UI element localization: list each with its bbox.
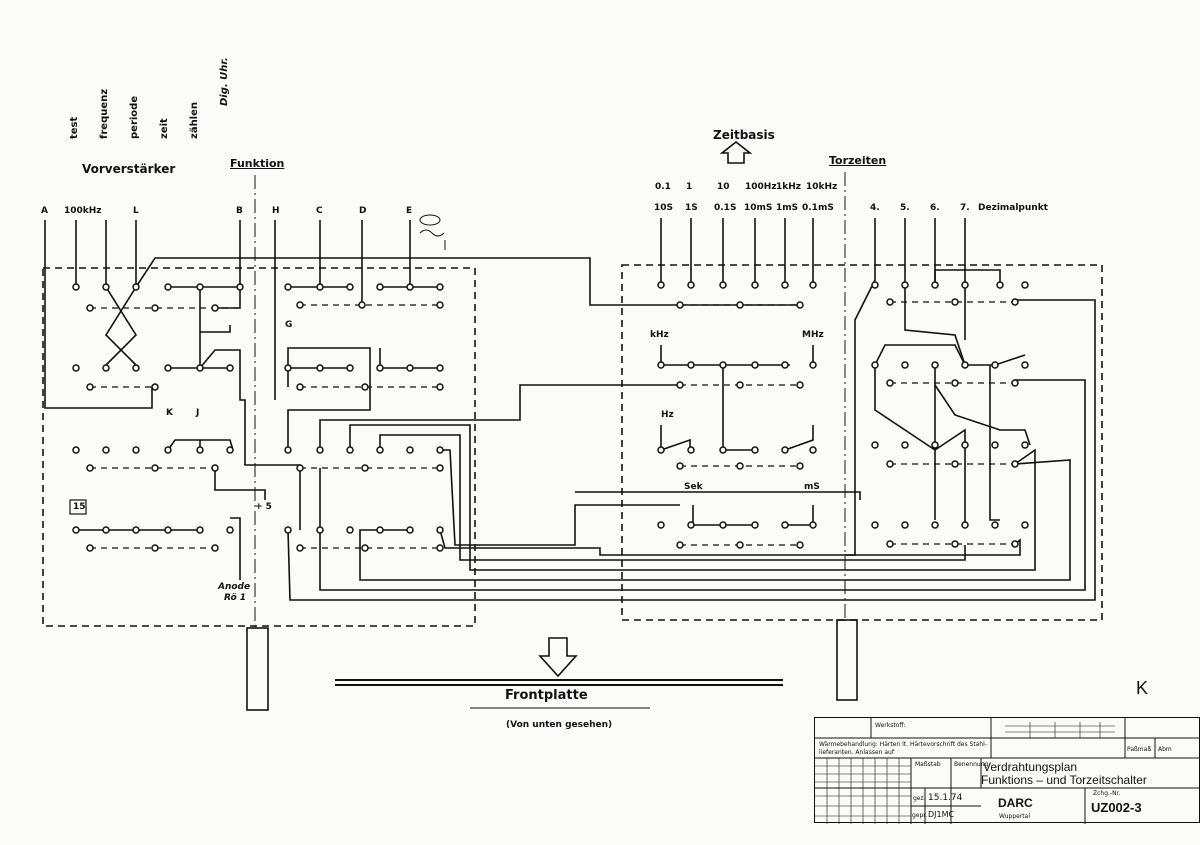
col-label-c: C <box>316 206 323 216</box>
col-label-b: B <box>236 206 243 216</box>
label-test: test <box>69 116 80 139</box>
label-hz: Hz <box>661 410 674 420</box>
tb-title-1: Verdrahtungsplan <box>983 760 1078 774</box>
title-block: Werkstoff: Wärmebehandlung: Härten lt. H… <box>814 717 1200 824</box>
label-zeitbasis: Zeitbasis <box>713 128 775 142</box>
top-label-1: 1 <box>686 182 693 192</box>
label-roe1: Rö 1 <box>224 593 247 603</box>
digit-6: 6. <box>930 203 940 213</box>
label-vorverstaerker: Vorverstärker <box>82 162 176 176</box>
sec-label-10ms: 10mS <box>744 203 773 213</box>
tb-gez-date: 15.1.74 <box>928 793 963 803</box>
col-label-h: H <box>272 206 280 216</box>
zeitbasis-arrow <box>719 140 753 164</box>
digit-7: 7. <box>960 203 970 213</box>
label-frontplatte: Frontplatte <box>505 688 588 703</box>
sec-label-1s: 1S <box>685 203 698 213</box>
label-periode: periode <box>129 95 140 139</box>
col-label-100khz: 100kHz <box>64 206 102 216</box>
label-sek: Sek <box>684 482 703 492</box>
tb-pasmass: Paßmaß <box>1127 746 1152 753</box>
tb-gepr: gepr. <box>912 812 928 819</box>
sec-label-0-1ms: 0.1mS <box>802 203 834 213</box>
sec-label-0-1s: 0.1S <box>714 203 737 213</box>
col-label-d: D <box>359 206 367 216</box>
label-j: J <box>196 408 200 418</box>
frontplatte-arrow <box>538 637 578 678</box>
col-label-a: A <box>41 206 48 216</box>
tb-gepr-name: DJ1MC <box>928 810 955 819</box>
right-shaft <box>836 619 858 701</box>
label-frequenz: frequenz <box>99 88 110 139</box>
tb-zchg-label: Zchg.-Nr. <box>1093 790 1121 797</box>
label-zeit: zeit <box>159 118 170 139</box>
top-label-10: 10 <box>717 182 730 192</box>
label-mhz: MHz <box>802 330 824 340</box>
label-khz: kHz <box>650 330 669 340</box>
margin-mark-k: K <box>1136 678 1149 698</box>
top-label-100hz: 100Hz <box>745 182 777 192</box>
label-g: G <box>285 320 293 330</box>
tb-lieferanten: lieferanten. Anlassen auf <box>819 749 894 756</box>
label-torzeiten: Torzeiten <box>829 154 887 167</box>
tb-gez: gez. <box>913 795 926 802</box>
sec-label-1ms: 1mS <box>776 203 799 213</box>
tb-abm: Abm <box>1158 746 1172 753</box>
sec-label-10s: 10S <box>654 203 674 213</box>
label-von-unten: (Von unten gesehen) <box>506 720 613 730</box>
left-switch-outline <box>42 267 476 627</box>
label-funktion: Funktion <box>230 157 285 170</box>
title-block-grid <box>815 718 1200 824</box>
tb-zchg-nr: UZ002-3 <box>1091 800 1142 815</box>
label-zaehlen: zählen <box>189 101 200 139</box>
contacts <box>72 281 1029 552</box>
label-k: K <box>166 408 173 418</box>
tb-werkstoff: Werkstoff: <box>875 722 906 729</box>
col-label-l: L <box>133 206 139 216</box>
label-anode: Anode <box>218 582 251 592</box>
digit-4: 4. <box>870 203 880 213</box>
col-label-e: E <box>406 206 413 216</box>
tb-title-2: Funktions – und Torzeitschalter <box>981 773 1147 787</box>
tb-city: Wuppertal <box>999 813 1030 820</box>
right-switch-outline <box>621 264 1103 621</box>
label-dezimalpunkt: Dezimalpunkt <box>978 203 1048 213</box>
top-label-10khz: 10kHz <box>806 182 838 192</box>
tb-massstab: Maßstab <box>915 761 941 768</box>
left-shaft <box>246 627 269 711</box>
label-plus5: + 5 <box>255 502 272 512</box>
label-dig-uhr: Dig. Uhr. <box>219 57 230 106</box>
tb-waerme: Wärmebehandlung: Härten lt. Härtevorschr… <box>819 741 987 748</box>
label-ms: mS <box>804 482 820 492</box>
marker-15: 15 <box>73 502 86 512</box>
tb-benennung: Benennung <box>954 761 989 768</box>
top-label-1khz: 1kHz <box>776 182 802 192</box>
digit-5: 5. <box>900 203 910 213</box>
tb-org: DARC <box>998 796 1033 810</box>
top-label-0-1: 0.1 <box>655 182 671 192</box>
